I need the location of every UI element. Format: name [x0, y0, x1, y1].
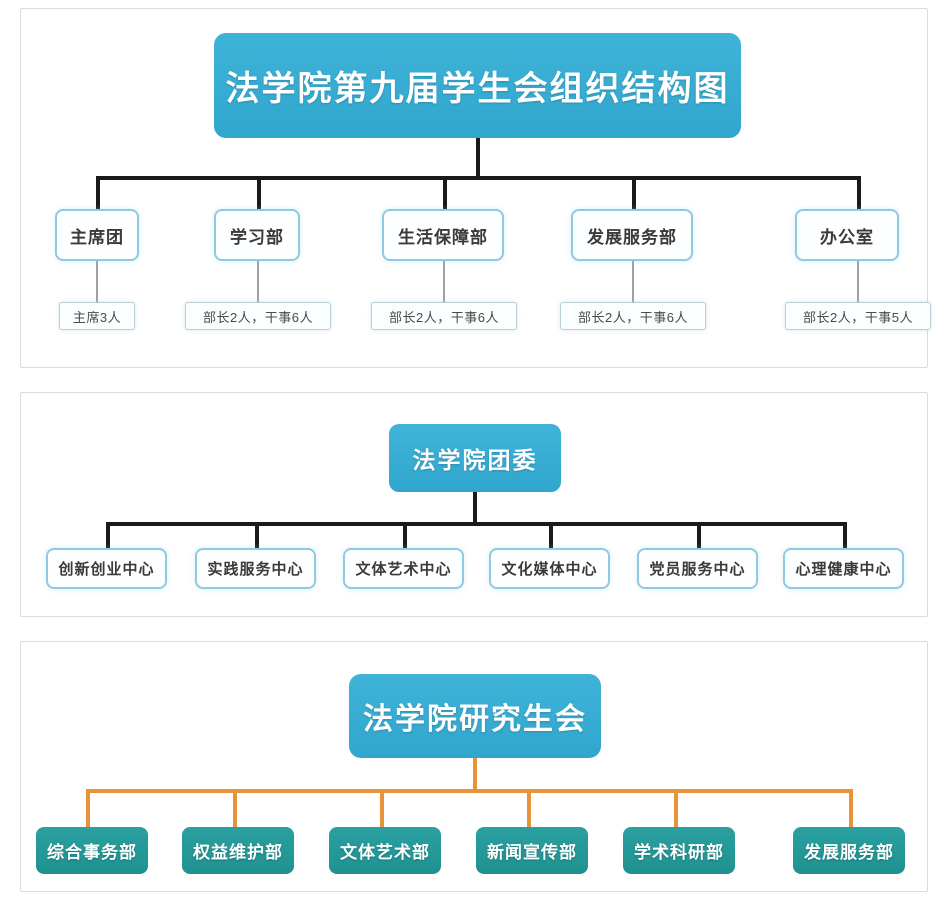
connector-root-stem — [476, 138, 480, 178]
connector-drop-2-4 — [549, 522, 553, 550]
connector-drop-3-1 — [86, 789, 90, 829]
connector-drop-2-3 — [403, 522, 407, 550]
connector-leaf-stem-5 — [857, 261, 859, 303]
connector-drop-2-6 — [843, 522, 847, 550]
leaf-staffing-3: 部长2人，干事6人 — [371, 302, 517, 330]
node-department-2[interactable]: 学习部 — [214, 209, 300, 261]
panel-youth-league: 法学院团委 创新创业中心 实践服务中心 文体艺术中心 文化媒体中心 党员服务中心… — [20, 392, 928, 617]
node-department-3[interactable]: 生活保障部 — [382, 209, 504, 261]
root-node-student-union: 法学院第九届学生会组织结构图 — [214, 33, 741, 138]
connector-drop-2-1 — [106, 522, 110, 550]
node-grad-department-1[interactable]: 综合事务部 — [36, 827, 148, 874]
node-grad-department-6[interactable]: 发展服务部 — [793, 827, 905, 874]
connector-drop-1 — [96, 176, 100, 211]
connector-leaf-stem-3 — [443, 261, 445, 303]
connector-root-stem-3 — [473, 758, 477, 791]
connector-drop-3-6 — [849, 789, 853, 829]
connector-drop-2-5 — [697, 522, 701, 550]
node-department-4[interactable]: 发展服务部 — [571, 209, 693, 261]
connector-drop-4 — [632, 176, 636, 211]
connector-drop-5 — [857, 176, 861, 211]
connector-horizontal-bus-3 — [86, 789, 853, 793]
node-center-5[interactable]: 党员服务中心 — [637, 548, 758, 589]
leaf-staffing-4: 部长2人，干事6人 — [560, 302, 706, 330]
connector-horizontal-bus-2 — [106, 522, 843, 526]
root-node-graduate-union: 法学院研究生会 — [349, 674, 601, 758]
leaf-staffing-2: 部长2人，干事6人 — [185, 302, 331, 330]
leaf-staffing-5: 部长2人，干事5人 — [785, 302, 931, 330]
connector-drop-3-2 — [233, 789, 237, 829]
node-grad-department-3[interactable]: 文体艺术部 — [329, 827, 441, 874]
leaf-staffing-1: 主席3人 — [59, 302, 135, 330]
connector-leaf-stem-2 — [257, 261, 259, 303]
node-center-3[interactable]: 文体艺术中心 — [343, 548, 464, 589]
connector-drop-3 — [443, 176, 447, 211]
connector-drop-2 — [257, 176, 261, 211]
node-grad-department-4[interactable]: 新闻宣传部 — [476, 827, 588, 874]
connector-drop-2-2 — [255, 522, 259, 550]
root-node-youth-league: 法学院团委 — [389, 424, 561, 492]
panel-student-union: 法学院第九届学生会组织结构图 主席团 学习部 生活保障部 发展服务部 办公室 主… — [20, 8, 931, 368]
connector-leaf-stem-4 — [632, 261, 634, 303]
node-grad-department-5[interactable]: 学术科研部 — [623, 827, 735, 874]
node-center-6[interactable]: 心理健康中心 — [783, 548, 904, 589]
node-department-1[interactable]: 主席团 — [55, 209, 139, 261]
node-center-4[interactable]: 文化媒体中心 — [489, 548, 610, 589]
node-grad-department-2[interactable]: 权益维护部 — [182, 827, 294, 874]
connector-horizontal-bus — [96, 176, 861, 180]
connector-drop-3-3 — [380, 789, 384, 829]
node-center-1[interactable]: 创新创业中心 — [46, 548, 167, 589]
connector-root-stem-2 — [473, 492, 477, 524]
panel-graduate-union: 法学院研究生会 综合事务部 权益维护部 文体艺术部 新闻宣传部 学术科研部 发展… — [20, 641, 928, 892]
connector-leaf-stem-1 — [96, 261, 98, 303]
connector-drop-3-4 — [527, 789, 531, 829]
node-center-2[interactable]: 实践服务中心 — [195, 548, 316, 589]
node-department-5[interactable]: 办公室 — [795, 209, 899, 261]
connector-drop-3-5 — [674, 789, 678, 829]
